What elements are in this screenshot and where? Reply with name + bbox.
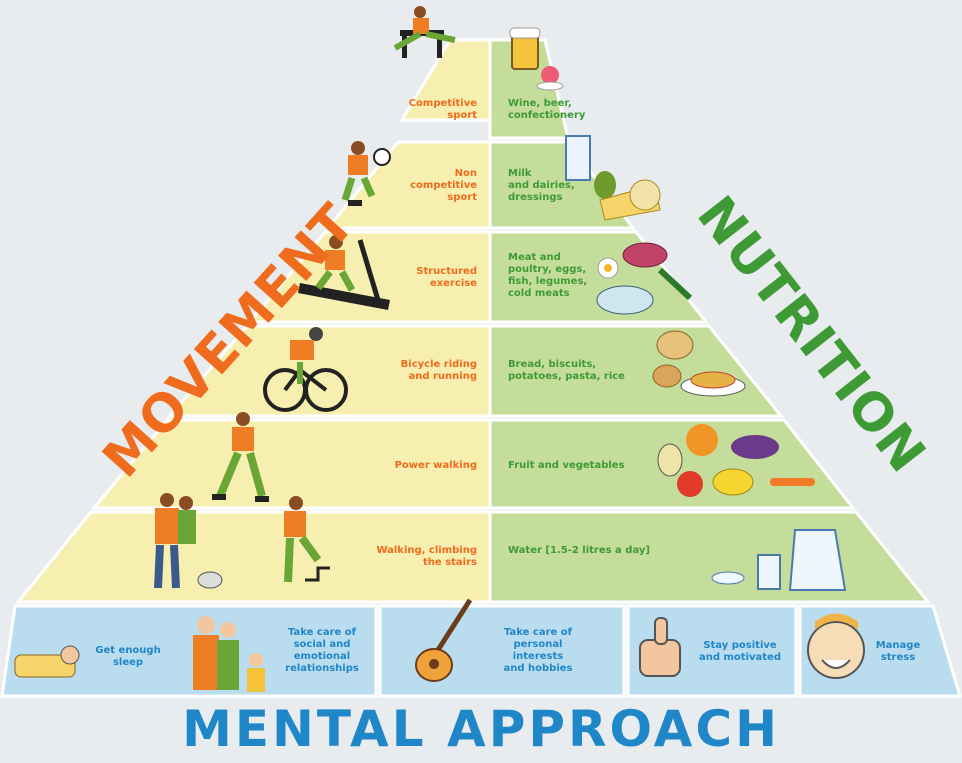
nutrition-level-3-label: Meat and poultry, eggs, fish, legumes, c… (508, 252, 588, 299)
thumbs-up-icon (639, 617, 681, 677)
mental-item-1-label: Get enough sleep (95, 645, 161, 668)
nutrition-level-4-label: Bread, biscuits, potatoes, pasta, rice (508, 359, 625, 382)
smiling-face-icon (807, 613, 865, 679)
fruit-vegetables-icon (657, 424, 815, 497)
hurdler-icon (393, 6, 456, 58)
meat-fish-eggs-icon (596, 242, 693, 315)
mental-item-4-label: Stay positive and motivated (699, 640, 781, 663)
mental-item-5-label: Manage stress (875, 640, 921, 663)
mental-panel-1 (0, 604, 378, 698)
bread-pasta-icon (652, 330, 746, 397)
nutrition-band-2 (488, 140, 637, 230)
power-walker-icon (212, 412, 269, 502)
nutrition-level-5-label: Fruit and vegetables (508, 460, 625, 471)
walkers-and-stairs-icon (154, 493, 330, 589)
water-jug-icon (711, 529, 847, 591)
nutrition-band-6 (488, 510, 932, 604)
nutrition-level-2-label: Milk and dairies, dressings (508, 168, 575, 203)
mental-panel-2 (378, 604, 626, 698)
mental-approach-heading: MENTAL APPROACH (182, 700, 780, 758)
family-icon (193, 616, 265, 692)
cyclist-icon (263, 327, 348, 412)
nutrition-level-6-label: Water [1.5-2 litres a day] (508, 545, 650, 556)
beer-and-cake-icon (509, 27, 564, 91)
movement-level-5-label: Power walking (394, 460, 477, 471)
movement-level-4-label: Bicycle riding and running (400, 359, 477, 382)
nutrition-level-1-label: Wine, beer, confectionery (508, 98, 586, 121)
treadmill-runner-icon (298, 235, 390, 310)
sleeping-person-icon (14, 645, 80, 678)
milk-and-cheese-icon (565, 135, 661, 221)
movement-level-6-label: Walking, climbing the stairs (376, 545, 477, 568)
mental-item-2-label: Take care of social and emotional relati… (285, 627, 359, 674)
movement-level-3-label: Structured exercise (416, 266, 477, 289)
movement-level-2-label: Non competitive sport (410, 168, 477, 203)
mental-item-3-label: Take care of personal interests and hobb… (503, 627, 573, 674)
guitar-icon (415, 598, 473, 682)
movement-level-1-label: Competitive sport (408, 98, 477, 121)
football-player-icon (341, 141, 391, 206)
